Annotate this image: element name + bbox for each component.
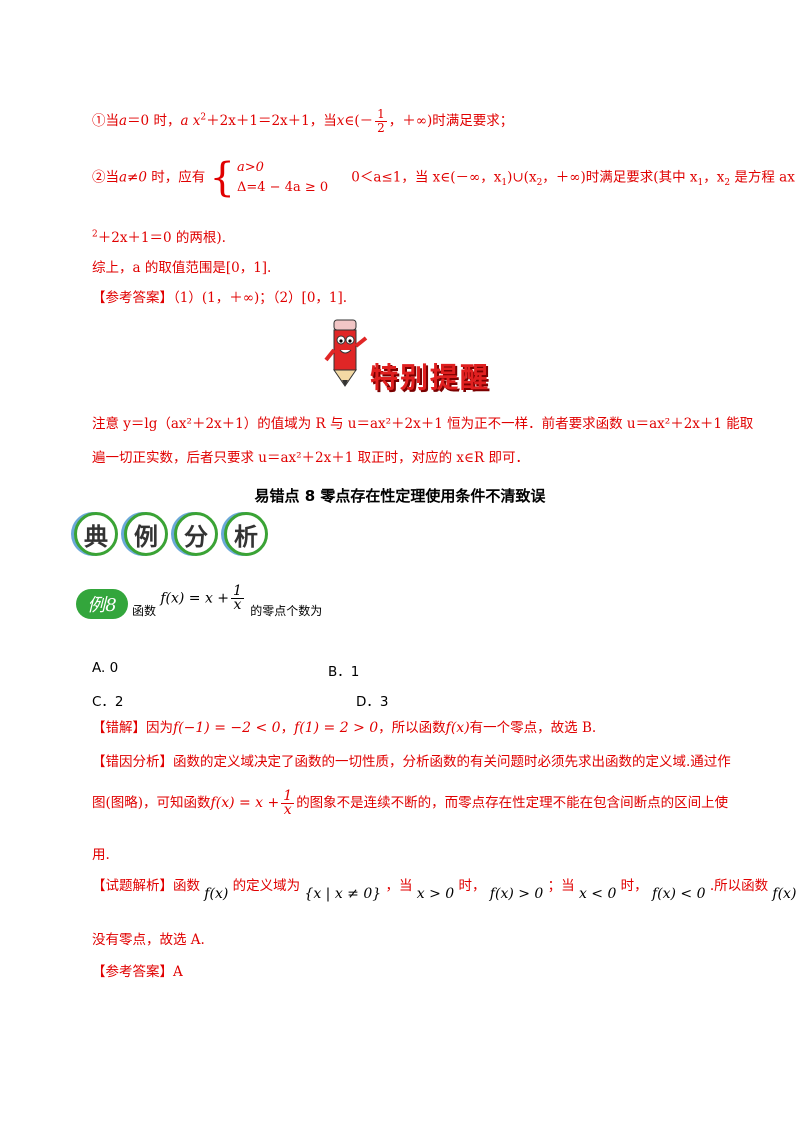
error-analysis-line-3: 用. bbox=[92, 847, 110, 863]
wrong-solution: 【错解】因为f(−1) = −2 < 0，f(1) = 2 > 0，所以函数f(… bbox=[92, 720, 597, 736]
choice-d: D．3 bbox=[356, 694, 389, 710]
pencil-mascot-icon bbox=[324, 319, 368, 387]
brace-icon: { bbox=[209, 155, 235, 201]
choice-b: B．1 bbox=[328, 664, 360, 680]
reminder-line-1: 注意 y＝lg（ax²＋2x＋1）的值域为 R 与 u＝ax²＋2x＋1 恒为正… bbox=[92, 416, 754, 432]
typical-example-banner: 典 例 分 析 bbox=[74, 512, 268, 556]
solution-line-3: 2＋2x＋1＝0 的两根). bbox=[92, 229, 226, 247]
banner-char: 析 bbox=[224, 512, 268, 556]
reference-answer: 【参考答案】（1）(1，＋∞)；（2）[0，1]. bbox=[92, 290, 348, 306]
banner-char: 例 bbox=[124, 512, 168, 556]
banner-char: 分 bbox=[174, 512, 218, 556]
banner-char: 典 bbox=[74, 512, 118, 556]
choice-c: C．2 bbox=[92, 694, 124, 710]
error-analysis-line-1: 【错因分析】函数的定义域决定了函数的一切性质，分析函数的有关问题时必须先求出函数… bbox=[92, 754, 731, 770]
solution-analysis-line-1: 【试题解析】函数 f(x) 的定义域为 {x | x ≠ 0} ，当 x > 0… bbox=[92, 878, 797, 902]
final-answer: 【参考答案】A bbox=[92, 964, 183, 980]
section-heading: 易错点 8 零点存在性定理使用条件不清致误 bbox=[254, 487, 546, 505]
solution-analysis-line-2: 没有零点，故选 A. bbox=[92, 932, 205, 948]
choice-a: A. 0 bbox=[92, 660, 119, 676]
solution-line-4: 综上，a 的取值范围是[0，1]. bbox=[92, 260, 272, 276]
special-reminder-title: 特别提醒 bbox=[370, 361, 491, 394]
reminder-line-2: 遍一切正实数，后者只要求 u＝ax²＋2x＋1 取正时，对应的 x∈R 即可． bbox=[92, 450, 529, 466]
example-badge: 例8 bbox=[76, 589, 128, 619]
